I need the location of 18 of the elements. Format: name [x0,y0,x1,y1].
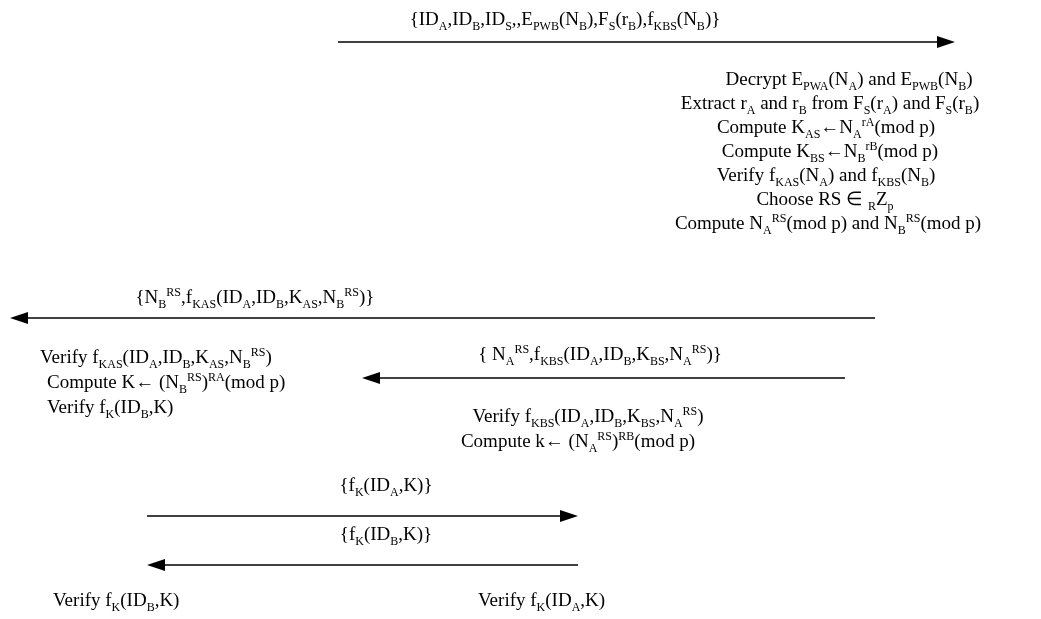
computation-step: Extract r$_{A}$ and r$_{B}$ from F$_{S}$(r$_{A}$) and F$_{S}$(r$_{B}$) [680,92,980,114]
computation-step: Verify f$_{K}$(ID$_{A}$,K) [478,589,606,611]
message-label: {f$_{K}$(ID$_{B}$,K)} [339,523,433,545]
computation-step: Compute N$_{A}$$^{RS}$(mod p) and N$_{B}$$^{RS}$(mod p) [674,212,982,234]
computation-step: Decrypt E$_{PWA}$(N$_{A}$) and E$_{PWB}$(N$_{B}$) [725,68,973,90]
computation-step: Compute K← (N$_{B}$$^{RS}$)$^{RA}$(mod p) [47,371,286,393]
computation-step: Compute K$_{BS}$←N$_{B}$$^{rB}$(mod p) [721,140,939,162]
message-label: {f$_{K}$(ID$_{A}$,K)} [339,474,433,496]
computation-step: Compute K$_{AS}$←N$_{A}$$^{rA}$(mod p) [716,116,936,138]
message-label: {N$_{B}$$^{RS}$,f$_{KAS}$(ID$_{A}$,ID$_{B}$,K$_{AS}$,N$_{B}$$^{RS}$)} [135,286,375,308]
message-label: { N$_{A}$$^{RS}$,f$_{KBS}$(ID$_{A}$,ID$_{B}$,K$_{BS}$,N$_{A}$$^{RS}$)} [478,343,722,365]
computation-step: Verify f$_{K}$(ID$_{B}$,K) [53,589,180,611]
computation-step: Verify f$_{K}$(ID$_{B}$,K) [47,396,174,418]
message-label: {ID$_{A}$,ID$_{B}$,ID$_{S}$,,E$_{PWB}$(N$_{B}$),F$_{S}$(r$_{B}$),f$_{KBS}$(N$_{B}$)} [409,8,721,30]
computation-step: Verify f$_{KBS}$(ID$_{A}$,ID$_{B}$,K$_{BS}$,N$_{A}$$^{RS}$) [472,405,704,427]
computation-step: Verify f$_{KAS}$(N$_{A}$) and f$_{KBS}$(N$_{B}$) [716,164,936,186]
computation-step: Verify f$_{KAS}$(ID$_{A}$,ID$_{B}$,K$_{AS}$,N$_{B}$$^{RS}$) [40,346,272,368]
computation-step: Compute k← (N$_{A}$$^{RS}$)$^{RB}$(mod p) [460,430,696,452]
